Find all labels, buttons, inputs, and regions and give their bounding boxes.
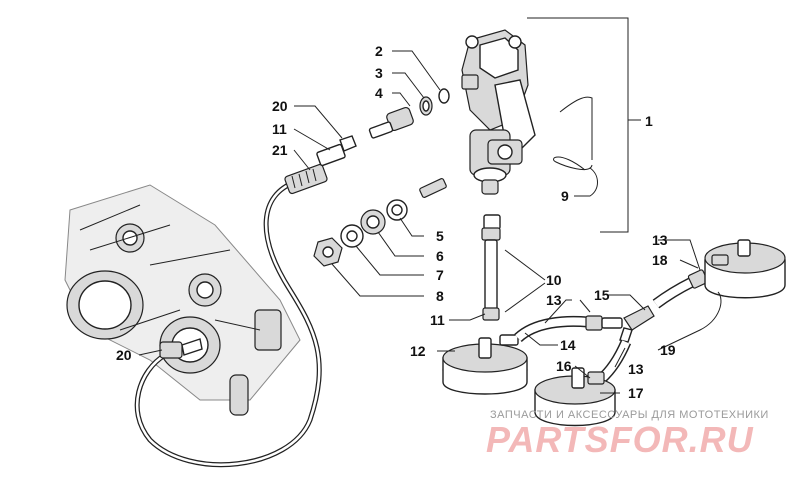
spring-clip <box>553 96 593 171</box>
check-valve-19 <box>704 239 786 299</box>
callout-13-low: 13 <box>628 361 644 377</box>
callout-8: 8 <box>436 288 444 304</box>
callout-14: 14 <box>560 337 576 353</box>
callout-10: 10 <box>546 272 562 288</box>
banjo-fitting <box>368 88 450 139</box>
callout-2: 2 <box>375 43 383 59</box>
callout-13-top: 13 <box>652 232 668 248</box>
callout-12: 12 <box>410 343 426 359</box>
callout-21: 21 <box>272 142 288 158</box>
cable-clamp-lower <box>159 338 203 359</box>
callout-3: 3 <box>375 65 383 81</box>
callout-15: 15 <box>594 287 610 303</box>
callout-18: 18 <box>652 252 668 268</box>
pump-washers <box>313 178 447 267</box>
watermark-logo: PARTSFOR.RU <box>486 419 754 460</box>
callout-19: 19 <box>660 342 676 358</box>
callout-16: 16 <box>556 358 572 374</box>
callout-6: 6 <box>436 248 444 264</box>
leader-lines <box>138 50 722 394</box>
callout-1: 1 <box>645 113 653 129</box>
callout-5: 5 <box>436 228 444 244</box>
callout-11-top: 11 <box>272 121 287 137</box>
callout-20-low: 20 <box>116 347 132 363</box>
callout-7: 7 <box>436 267 444 283</box>
cable-adjuster <box>284 135 357 195</box>
callout-4: 4 <box>375 85 383 101</box>
check-valve-12 <box>442 334 528 395</box>
callout-17: 17 <box>628 385 644 401</box>
callout-9: 9 <box>561 188 569 204</box>
oil-pump <box>461 29 536 195</box>
callout-20-top: 20 <box>272 98 288 114</box>
callout-11-mid: 11 <box>430 312 445 328</box>
tee-fitting <box>585 305 655 343</box>
callout-13-mid: 13 <box>546 292 562 308</box>
watermark-subtitle: ЗАПЧАСТИ И АКСЕССУАРЫ ДЛЯ МОТОТЕХНИКИ <box>490 409 769 421</box>
oil-hose-vertical <box>481 214 501 321</box>
callout-labels: 1 2 3 4 20 11 21 9 5 6 7 8 10 11 13 18 1… <box>116 43 676 401</box>
check-valve-17 <box>534 367 616 427</box>
watermark: ЗАПЧАСТИ И АКСЕССУАРЫ ДЛЯ МОТОТЕХНИКИ PA… <box>486 409 769 460</box>
